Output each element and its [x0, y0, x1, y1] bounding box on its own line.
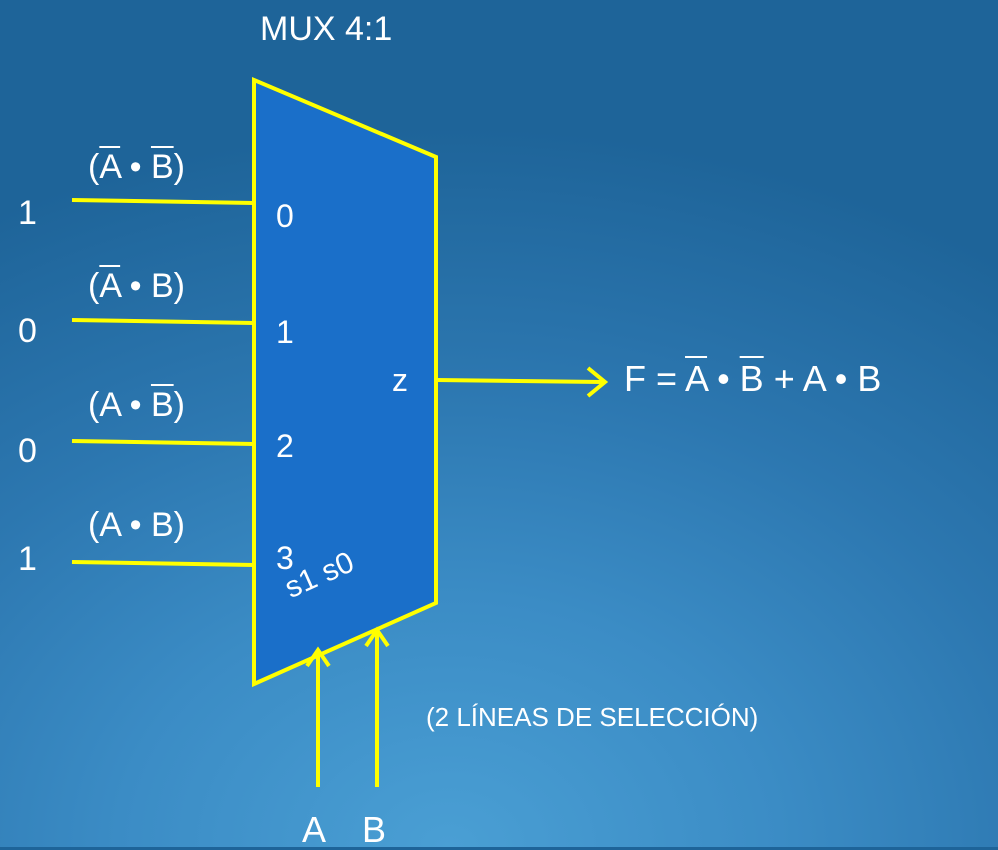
mux-title: MUX 4:1: [260, 10, 393, 48]
input-value-1: 0: [18, 312, 37, 350]
input-wire-2: [71, 439, 255, 446]
mux-port-3: 3: [276, 540, 294, 576]
input-expr-1: (A • B): [88, 267, 185, 305]
mux-port-2: 2: [276, 428, 294, 464]
output-wire: [435, 378, 603, 384]
input-value-0: 1: [18, 194, 37, 232]
input-expr-2: (A • B): [88, 386, 185, 424]
output-function: F = A • B + A • B: [624, 358, 882, 399]
input-wire-1: [71, 318, 255, 325]
input-wire-0: [71, 198, 255, 205]
select-input-a: A: [302, 809, 327, 850]
input-value-3: 1: [18, 540, 37, 578]
output-arrow-head: [586, 366, 609, 398]
input-wire-3: [71, 560, 255, 567]
input-expr-3: (A • B): [88, 506, 185, 544]
mux-body: [252, 76, 438, 688]
input-value-2: 0: [18, 432, 37, 470]
mux-output-port: z: [392, 362, 408, 398]
input-expr-0: (A • B): [88, 148, 185, 186]
select-arrow-a: [305, 646, 331, 668]
mux-port-1: 1: [276, 314, 294, 350]
select-arrow-b: [364, 626, 390, 648]
mux-port-0: 0: [276, 198, 294, 234]
select-input-b: B: [362, 809, 387, 850]
select-lines-note: (2 LÍNEAS DE SELECCIÓN): [426, 702, 759, 732]
